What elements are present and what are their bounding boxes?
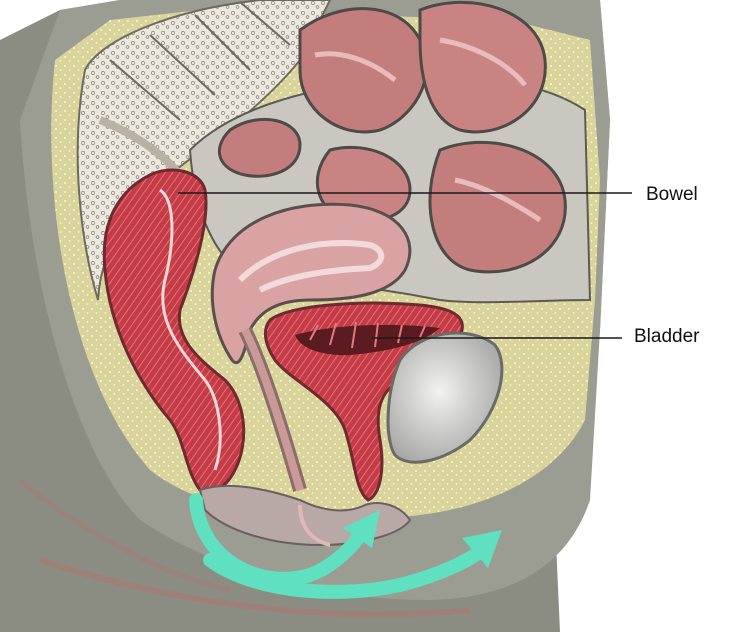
bladder-label: Bladder xyxy=(634,326,700,348)
bowel-label: Bowel xyxy=(646,184,698,206)
